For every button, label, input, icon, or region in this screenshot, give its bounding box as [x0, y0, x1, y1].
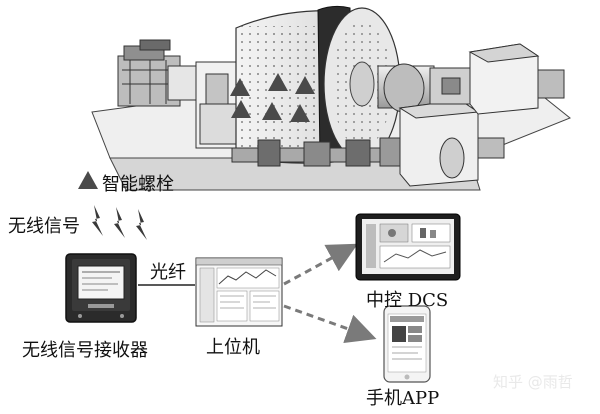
upper-motor — [429, 43, 565, 115]
legend-label: 智能螺栓 — [102, 174, 174, 195]
triangle-icon — [295, 76, 315, 94]
receiver-device — [65, 253, 137, 323]
dashed-arrow-icon — [283, 243, 358, 286]
triangle-icon — [268, 73, 288, 91]
upper-computer-label: 上位机 — [206, 337, 260, 358]
upper-computer-window — [195, 257, 283, 327]
dashed-arrow-icon — [283, 304, 377, 344]
wireless-signal-icons — [92, 205, 147, 240]
receiver-label: 无线信号接收器 — [22, 340, 148, 361]
triangle-icon — [290, 104, 310, 122]
lightning-bolt-icon — [92, 205, 103, 236]
triangle-icon — [262, 102, 282, 120]
bearing-assembly — [231, 137, 407, 167]
mobile-phone — [383, 305, 431, 383]
dcs-monitor — [355, 213, 461, 281]
fiber-label: 光纤 — [150, 262, 186, 283]
triangle-icon — [231, 100, 251, 118]
smart-bolt-markers — [230, 73, 315, 122]
phone-screen — [387, 313, 427, 373]
feed-structure — [117, 39, 237, 149]
legend-triangle-icon — [78, 171, 98, 189]
lightning-bolt-icon — [114, 207, 125, 238]
lightning-bolt-icon — [136, 209, 147, 240]
watermark: 知乎 @雨哲 — [493, 373, 573, 391]
ball-mill-machine — [91, 5, 571, 191]
triangle-icon — [230, 78, 250, 96]
wireless-signal-label: 无线信号 — [8, 216, 80, 237]
central-control-label: 中控 DCS — [366, 290, 449, 311]
mobile-app-label: 手机APP — [366, 388, 440, 409]
receiver-screen — [77, 265, 125, 300]
